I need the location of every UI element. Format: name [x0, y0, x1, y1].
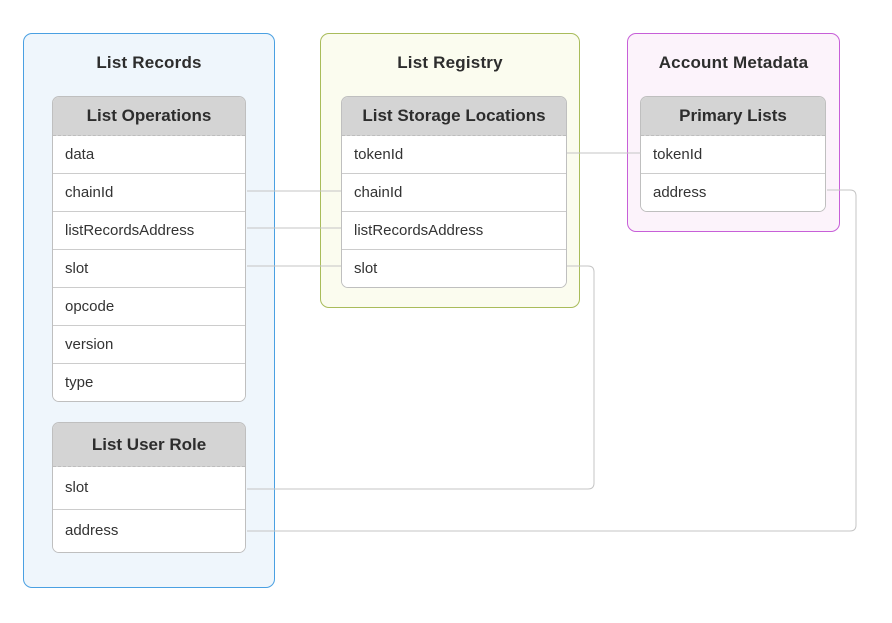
field-opcode: opcode: [53, 288, 245, 326]
group-title-list-registry: List Registry: [397, 53, 503, 72]
group-list-registry: List Registry List Storage Locations tok…: [320, 33, 580, 308]
field-address: address: [53, 510, 245, 552]
field-type: type: [53, 364, 245, 401]
table-header-list-user-role: List User Role: [53, 423, 245, 467]
field-chainid: chainId: [342, 174, 566, 212]
group-title-list-records: List Records: [96, 53, 202, 72]
group-account-metadata: Account Metadata Primary Lists tokenId a…: [627, 33, 840, 232]
field-slot: slot: [53, 250, 245, 288]
field-address: address: [641, 174, 825, 211]
field-version: version: [53, 326, 245, 364]
field-tokenid: tokenId: [342, 136, 566, 174]
field-data: data: [53, 136, 245, 174]
field-tokenid: tokenId: [641, 136, 825, 174]
field-chainid: chainId: [53, 174, 245, 212]
table-primary-lists: Primary Lists tokenId address: [640, 96, 826, 212]
group-title-account-metadata: Account Metadata: [658, 53, 809, 72]
table-header-primary-lists: Primary Lists: [641, 97, 825, 136]
table-header-list-storage-locations: List Storage Locations: [342, 97, 566, 136]
field-slot: slot: [53, 467, 245, 510]
table-list-operations: List Operations data chainId listRecords…: [52, 96, 246, 402]
field-listrecordsaddress: listRecordsAddress: [53, 212, 245, 250]
table-list-user-role: List User Role slot address: [52, 422, 246, 553]
group-list-records: List Records List Operations data chainI…: [23, 33, 275, 588]
table-header-list-operations: List Operations: [53, 97, 245, 136]
field-listrecordsaddress: listRecordsAddress: [342, 212, 566, 250]
field-slot: slot: [342, 250, 566, 287]
table-list-storage-locations: List Storage Locations tokenId chainId l…: [341, 96, 567, 288]
